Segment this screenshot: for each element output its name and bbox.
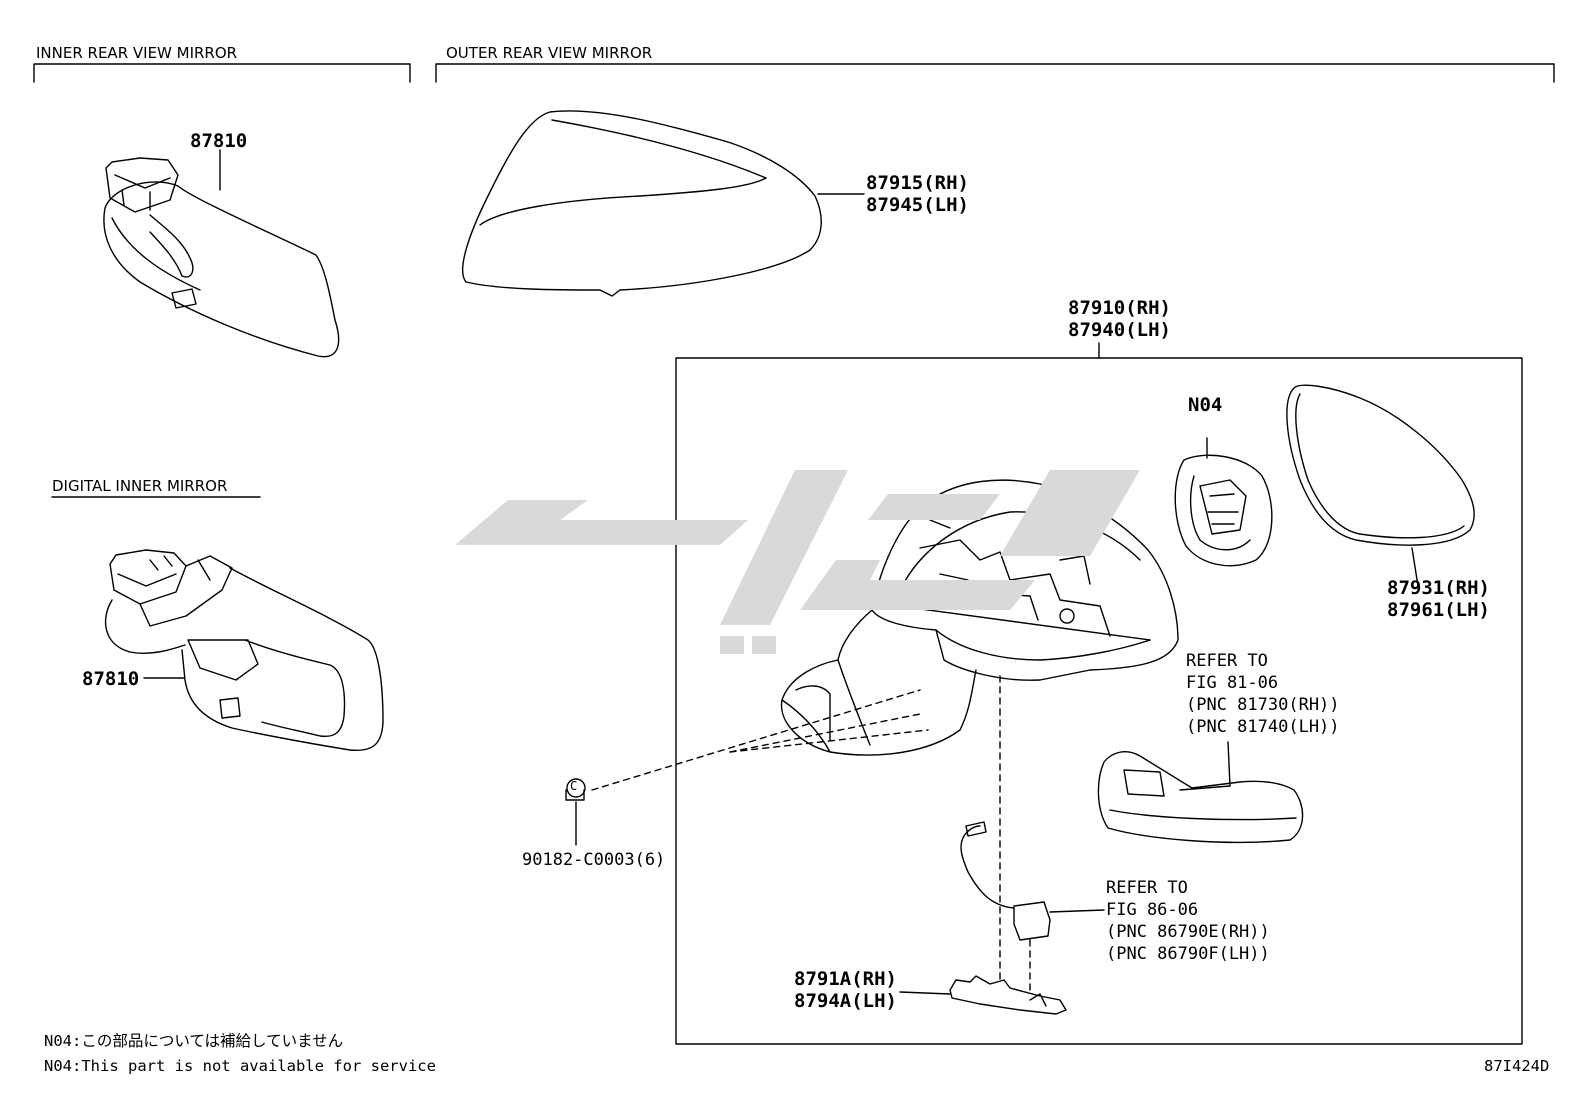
inner-mirror-drawing <box>103 149 340 358</box>
mirror-glass-drawing <box>1286 384 1475 587</box>
inner-section-title: INNER REAR VIEW MIRROR <box>36 44 238 62</box>
note-english: N04:This part is not available for servi… <box>44 1057 436 1075</box>
signal-ref-line: (PNC 81740(LH)) <box>1186 717 1340 737</box>
clip-drawing <box>565 778 586 846</box>
camera-ref-line: FIG 86-06 <box>1106 900 1199 920</box>
glass-lh-label: 87961(LH) <box>1387 599 1490 621</box>
clip-part-label: 90182-C0003(6) <box>522 850 666 870</box>
actuator-label: N04 <box>1188 394 1223 416</box>
cover-rh-label: 87915(RH) <box>866 172 969 194</box>
actuator-drawing <box>1174 437 1273 567</box>
inner-mirror-part-label: 87810 <box>190 130 248 152</box>
watermark <box>455 470 1140 654</box>
signal-ref-line: REFER TO <box>1186 651 1268 671</box>
assembly-rh-label: 87910(RH) <box>1068 297 1171 319</box>
camera-ref-line: (PNC 86790E(RH)) <box>1106 922 1270 942</box>
outer-section-bracket <box>435 63 1555 83</box>
clip-symbol: C <box>570 779 578 793</box>
mirror-cover-drawing <box>462 110 865 297</box>
digital-mirror-part-label: 87810 <box>82 668 140 690</box>
camera-drawing <box>960 821 1105 941</box>
assembly-box <box>675 357 1523 1045</box>
glass-rh-label: 87931(RH) <box>1387 577 1490 599</box>
cover-lh-label: 87945(LH) <box>866 194 969 216</box>
lower-cover-rh-label: 8791A(RH) <box>794 968 897 990</box>
figure-id: 87I424D <box>1484 1057 1550 1075</box>
assembly-lh-label: 87940(LH) <box>1068 319 1171 341</box>
digital-mirror-drawing <box>104 549 384 752</box>
clip-projection-lines <box>591 675 1031 991</box>
lower-cover-drawing <box>899 975 1067 1015</box>
camera-ref-line: (PNC 86790F(LH)) <box>1106 944 1270 964</box>
mirror-housing-drawing <box>780 479 1179 756</box>
outer-section-title: OUTER REAR VIEW MIRROR <box>446 44 653 62</box>
camera-ref-line: REFER TO <box>1106 878 1188 898</box>
signal-ref-line: FIG 81-06 <box>1186 673 1279 693</box>
lower-cover-lh-label: 8794A(LH) <box>794 990 897 1012</box>
inner-section-bracket <box>33 63 411 83</box>
signal-ref-line: (PNC 81730(RH)) <box>1186 695 1340 715</box>
note-japanese: N04:この部品については補給していません <box>44 1032 344 1050</box>
turn-signal-drawing <box>1097 741 1304 844</box>
digital-section-title: DIGITAL INNER MIRROR <box>52 477 228 495</box>
